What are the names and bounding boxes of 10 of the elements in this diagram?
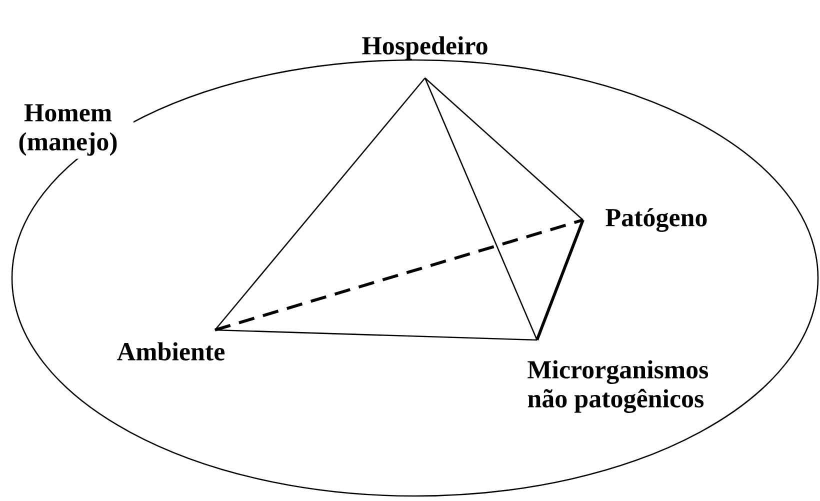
edge-line — [424, 78, 584, 220]
edge-line — [214, 78, 426, 330]
edge-line — [214, 218, 584, 332]
edge-line — [536, 219, 584, 341]
vertex-label: Patógeno — [606, 208, 707, 232]
vertex-label: Hospedeiro — [362, 36, 488, 60]
edge-line — [424, 78, 538, 340]
vertex-label: Ambiente — [117, 342, 224, 360]
edge-line — [214, 329, 538, 341]
vertex-label: Microrganismos não patogênicos — [528, 360, 708, 413]
